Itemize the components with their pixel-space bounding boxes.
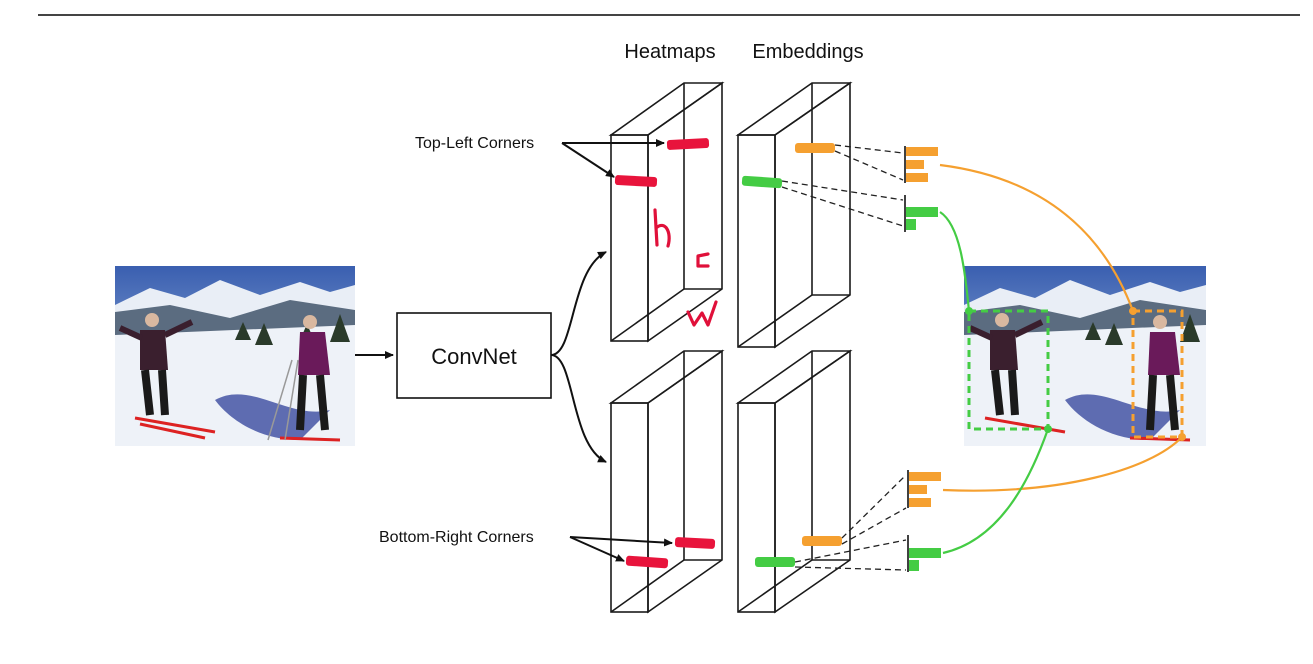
- bottom-right-arrow-1: [569, 536, 673, 547]
- bottom-heatmap-mark-2: [625, 555, 669, 569]
- top-heatmap-mark-2: [614, 175, 658, 187]
- convnet-to-bottom-arrow: [550, 354, 607, 463]
- top-green-embedding-histogram: [904, 195, 938, 232]
- top-embedding-green-mark: [741, 175, 783, 189]
- bottom-heatmap-box: [608, 349, 725, 614]
- handwritten-w-mark: [686, 300, 718, 327]
- top-embeddings-box: [735, 81, 853, 349]
- convnet-to-top-arrow: [550, 251, 607, 356]
- bottom-embeddings-box: [735, 349, 853, 614]
- bottom-embedding-green-mark: [755, 557, 795, 567]
- handwritten-h-mark: [653, 208, 671, 248]
- top-left-arrow-2: [561, 142, 615, 178]
- bottom-right-corners-label: Bottom-Right Corners: [379, 529, 534, 546]
- top-dashed-lines: [781, 144, 904, 227]
- top-orange-embedding-histogram: [904, 146, 938, 183]
- handwritten-c-mark: [696, 252, 710, 268]
- bottom-green-embedding-histogram: [907, 535, 941, 572]
- embeddings-title: Embeddings: [752, 41, 863, 63]
- br-orange-link: [942, 433, 1186, 492]
- top-left-corners-label: Top-Left Corners: [415, 135, 534, 152]
- bottom-right-arrow-2: [569, 536, 625, 562]
- bottom-dashed-lines: [794, 474, 907, 571]
- top-heatmap-mark-1: [666, 138, 710, 150]
- tl-green-link: [939, 211, 973, 315]
- convnet-label: ConvNet: [431, 344, 517, 369]
- br-green-link: [942, 425, 1052, 555]
- input-photo: [115, 266, 355, 446]
- bottom-orange-embedding-histogram: [907, 470, 941, 508]
- bottom-heatmap-mark-1: [674, 537, 716, 549]
- tl-orange-link: [939, 163, 1137, 315]
- top-embedding-orange-mark: [795, 143, 835, 153]
- heatmaps-title: Heatmaps: [624, 41, 715, 63]
- output-photo: [964, 266, 1206, 446]
- top-heatmap-box: [608, 81, 725, 343]
- bottom-embedding-orange-mark: [802, 536, 842, 546]
- convnet-box: [396, 312, 552, 399]
